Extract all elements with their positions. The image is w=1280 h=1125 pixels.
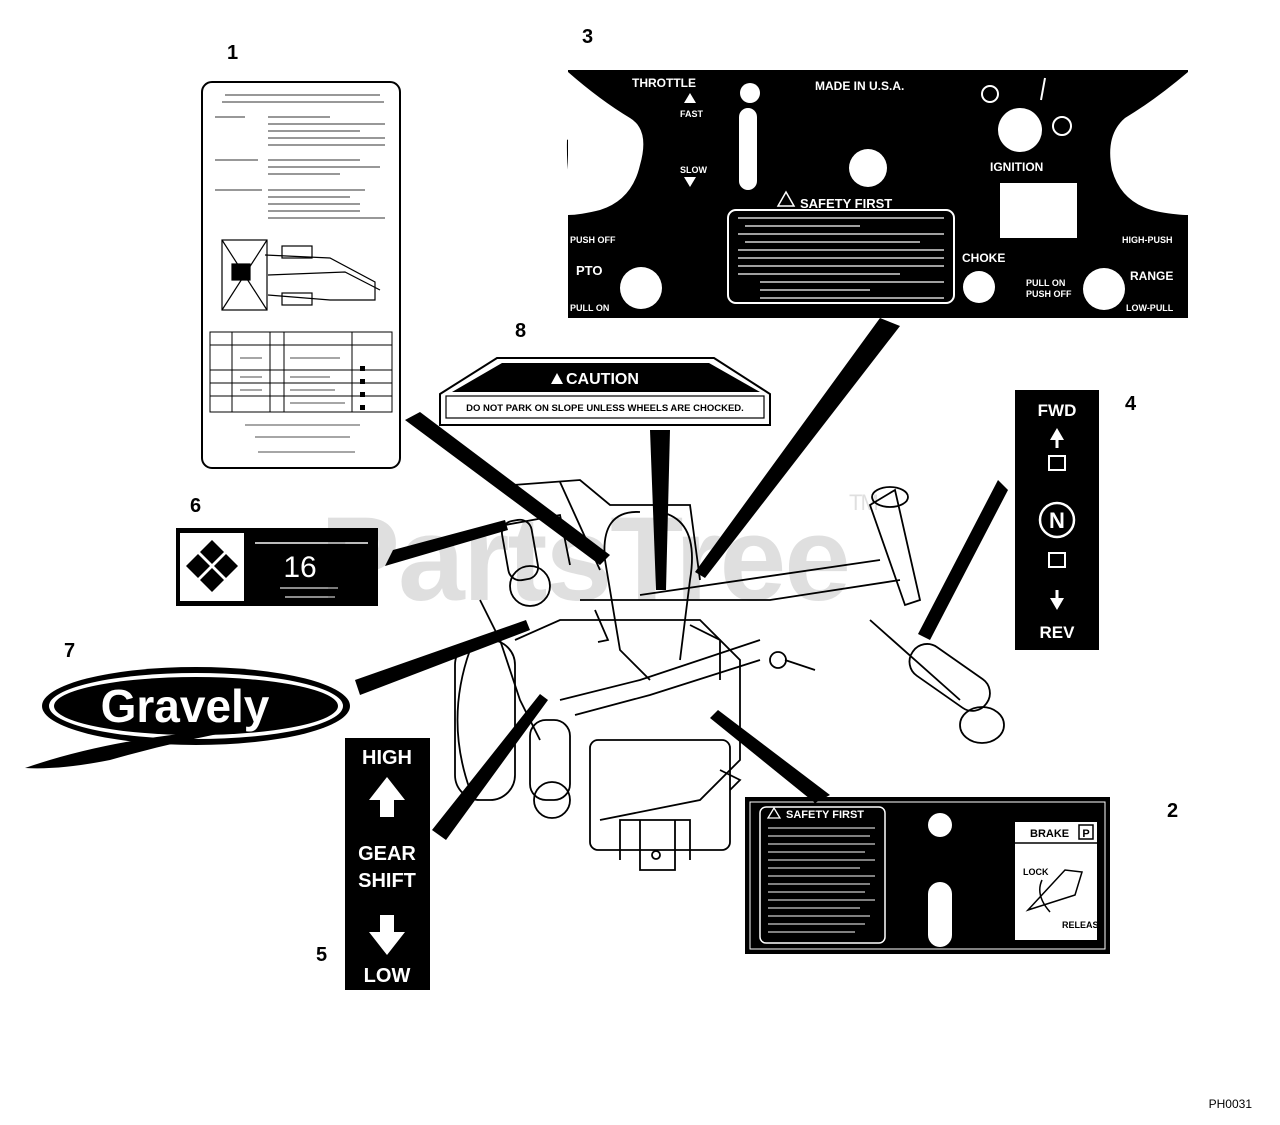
figure-id: PH0031 xyxy=(1208,1097,1252,1111)
decal8-caution: CAUTION xyxy=(566,371,639,388)
arrow-down-icon xyxy=(684,177,696,187)
arrow-down-icon xyxy=(1050,598,1064,610)
decal3-push-off-2: PUSH OFF xyxy=(1026,289,1072,299)
decal2-lock: LOCK xyxy=(1023,867,1049,877)
decal3-choke: CHOKE xyxy=(962,251,1005,265)
decal-1-maintenance xyxy=(201,81,401,469)
rabbit-icon xyxy=(1048,455,1066,471)
decal3-pull-on: PULL ON xyxy=(570,303,609,313)
decal6-number: 16 xyxy=(283,551,316,584)
decal3-pto: PTO xyxy=(576,263,603,278)
decal3-ignition: IGNITION xyxy=(990,160,1043,174)
callout-2: 2 xyxy=(1167,800,1179,822)
callout-4: 4 xyxy=(1125,393,1137,415)
arrow-up-icon xyxy=(369,777,405,817)
decal3-fast: FAST xyxy=(680,109,704,119)
warning-triangle-icon xyxy=(551,373,563,384)
arrow-up-icon xyxy=(1050,428,1064,440)
decal3-throttle: THROTTLE xyxy=(632,76,696,90)
decal3-low-pull: LOW-PULL xyxy=(1126,303,1174,313)
callout-1: 1 xyxy=(227,42,239,64)
decal3-safety-first: SAFETY FIRST xyxy=(800,196,892,211)
callout-5: 5 xyxy=(316,944,328,966)
decal-2-brake: SAFETY FIRST BRAKE P LOCK RELEASE xyxy=(745,797,1110,954)
decal-8-caution: CAUTION DO NOT PARK ON SLOPE UNLESS WHEE… xyxy=(439,357,771,426)
decal3-range: RANGE xyxy=(1130,269,1173,283)
decal-6-professional: 16 xyxy=(176,528,378,606)
decal-7-gravely-logo: Gravely xyxy=(25,667,350,769)
decal5-gear: GEAR xyxy=(358,843,416,865)
warning-triangle-icon xyxy=(776,190,796,207)
arrow-up-icon xyxy=(684,93,696,103)
decal-4-direction: FWD N REV xyxy=(1015,390,1099,650)
decal5-shift: SHIFT xyxy=(358,870,416,892)
decal2-p: P xyxy=(1082,828,1089,840)
decal5-low: LOW xyxy=(364,965,411,987)
decal4-rev: REV xyxy=(1040,623,1076,642)
arrow-down-icon xyxy=(369,915,405,955)
decal2-release: RELEASE xyxy=(1062,920,1105,930)
decal3-slow: SLOW xyxy=(680,165,708,175)
decal3-push-off: PUSH OFF xyxy=(570,235,616,245)
callout-3: 3 xyxy=(582,26,594,48)
decal-5-gear-shift: HIGH GEAR SHIFT LOW xyxy=(345,738,430,990)
decal5-high: HIGH xyxy=(362,747,412,769)
watermark: PartsTreeTM xyxy=(320,490,879,626)
warning-triangle-icon xyxy=(766,806,782,819)
decal-3-dashboard: SAFETY FIRST THROTTLE FAST SLOW MADE IN … xyxy=(566,70,1188,318)
decal3-high-push: HIGH-PUSH xyxy=(1122,235,1173,245)
tractor-drawing xyxy=(454,479,1005,871)
turtle-icon xyxy=(1048,552,1066,568)
decal3-pull-on-2: PULL ON xyxy=(1026,278,1065,288)
diamond-logo-icon xyxy=(186,540,238,592)
callout-8: 8 xyxy=(515,320,527,342)
decal4-fwd: FWD xyxy=(1038,401,1077,420)
decal2-brake: BRAKE xyxy=(1030,828,1069,840)
decal3-made-in: MADE IN U.S.A. xyxy=(815,79,904,93)
decal4-neutral: N xyxy=(1049,508,1065,533)
callout-6: 6 xyxy=(190,495,202,517)
decal7-brand: Gravely xyxy=(101,680,270,732)
callout-7: 7 xyxy=(64,640,76,662)
decal2-safety-first: SAFETY FIRST xyxy=(786,809,864,821)
leader-lines xyxy=(355,318,1008,840)
decal8-message: DO NOT PARK ON SLOPE UNLESS WHEELS ARE C… xyxy=(466,403,744,414)
